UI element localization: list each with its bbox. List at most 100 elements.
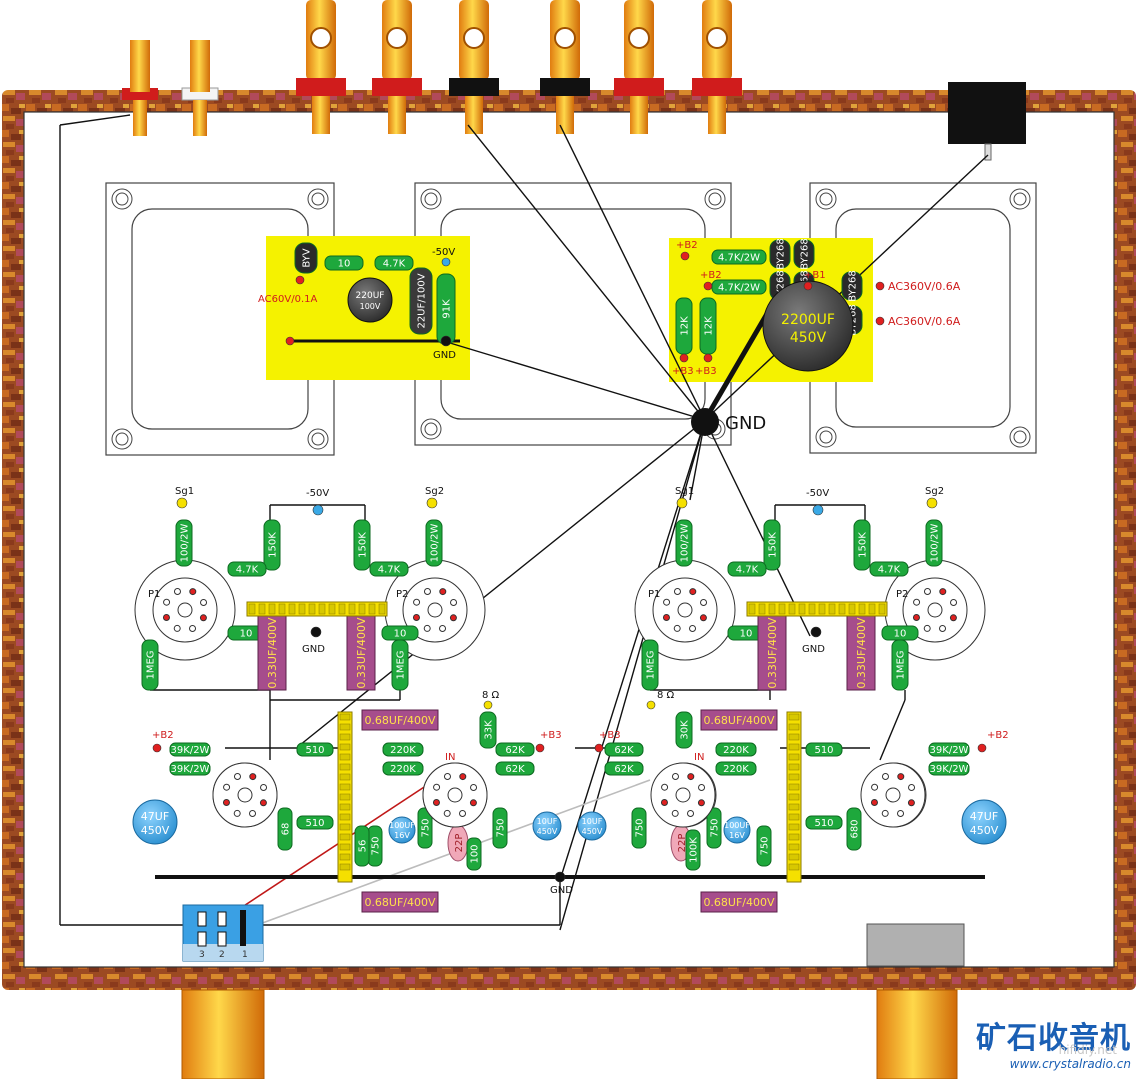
c10u-left-voltage: 450V xyxy=(537,827,558,836)
r47a-right-label: 4.7K xyxy=(736,565,759,576)
r750b-right: 750 xyxy=(706,807,722,849)
gnd-label-right: GND xyxy=(802,644,825,655)
r100a-right-label: 100/2W xyxy=(680,524,691,563)
r47b-left-label: 4.7K xyxy=(378,565,401,576)
p2-label-left: P2 xyxy=(396,589,408,600)
c033a-right: 0.33UF/400V xyxy=(757,615,787,691)
r62a-left-label: 62K xyxy=(505,745,525,756)
psu-right-r2: 4.7K/2W xyxy=(711,279,767,295)
r750c-left-label: 750 xyxy=(496,818,507,837)
r30-right: 30K xyxy=(675,711,693,749)
r100k-right: 100K xyxy=(685,829,701,871)
front-knobs xyxy=(181,989,958,1080)
tube-socket-p1-left xyxy=(134,559,236,661)
psu-left-diode-label: BYV xyxy=(302,248,313,267)
speaker-post-3 xyxy=(449,0,499,134)
r150b-left-label: 150K xyxy=(358,532,369,558)
c068b-right-label: 0.68UF/400V xyxy=(703,896,775,909)
psu-left-r1-label: 10 xyxy=(338,259,351,270)
c033a-left: 0.33UF/400V xyxy=(257,615,287,691)
c068a-left-label: 0.68UF/400V xyxy=(364,714,436,727)
r39b-right: 39K/2W xyxy=(928,761,970,776)
c10u-right-voltage: 450V xyxy=(582,827,603,836)
r39a-left-label: 39K/2W xyxy=(171,745,210,756)
r510a-left-label: 510 xyxy=(305,745,324,756)
r47b-right-label: 4.7K xyxy=(878,565,901,576)
c068b-right: 0.68UF/400V xyxy=(700,891,778,913)
p1-label-right: P1 xyxy=(648,589,660,600)
c068a-left: 0.68UF/400V xyxy=(361,709,439,731)
ohm-label-right: 8 Ω xyxy=(657,690,675,701)
knob-left[interactable] xyxy=(181,989,265,1080)
r62a-right-label: 62K xyxy=(614,745,634,756)
r1mega-left: 1MEG xyxy=(141,639,159,691)
input-switch[interactable]: 3 2 1 xyxy=(182,904,264,962)
psu-right-r3: 12K xyxy=(675,297,693,355)
r62b-left: 62K xyxy=(495,761,535,776)
power-inlet[interactable] xyxy=(948,82,1026,161)
psu-right-ac1-label: AC360V/0.6A xyxy=(888,280,961,293)
star-ground xyxy=(691,408,719,436)
r750c-right: 750 xyxy=(631,807,647,849)
rca-inputs xyxy=(122,40,219,136)
sg1-label-right: Sg1 xyxy=(675,486,694,497)
r150b-left: 150K xyxy=(353,519,371,571)
r47a-left: 4.7K xyxy=(227,561,267,577)
r150a-left: 150K xyxy=(263,519,281,571)
r220b-left: 220K xyxy=(382,761,424,776)
psu-left-cap1-voltage: 100V xyxy=(360,302,381,311)
c033a-right-label: 0.33UF/400V xyxy=(766,617,779,689)
gnd-label-left: GND xyxy=(302,644,325,655)
psu-left-r1: 10 xyxy=(324,255,364,271)
speaker-post-6 xyxy=(692,0,742,134)
speaker-post-5 xyxy=(614,0,664,134)
sg2-label-left: Sg2 xyxy=(425,486,444,497)
r1mega-left-label: 1MEG xyxy=(146,650,157,679)
r510a-right: 510 xyxy=(805,742,843,757)
switch-pin-2: 2 xyxy=(219,950,225,960)
r30-right-label: 30K xyxy=(680,720,691,740)
c100u-left-value: 100UF xyxy=(389,821,415,830)
r750b-left: 750 xyxy=(417,807,433,849)
r39a-left: 39K/2W xyxy=(169,742,211,757)
b2-label-left: +B2 xyxy=(152,730,174,741)
speaker-terminals xyxy=(296,0,742,134)
psu-right-diode-1-label: BY268 xyxy=(776,238,787,270)
c100u-right-value: 100UF xyxy=(724,821,750,830)
psu-right-diode-5-label: BY268 xyxy=(848,270,859,302)
star-gnd-label: GND xyxy=(725,413,766,434)
r68-left-label: 68 xyxy=(281,823,292,836)
speaker-post-2 xyxy=(372,0,422,134)
cap47-left-value: 47UF xyxy=(141,810,169,823)
r1megb-right: 1MEG xyxy=(891,639,909,691)
r39a-right: 39K/2W xyxy=(928,742,970,757)
c068b-left-label: 0.68UF/400V xyxy=(364,896,436,909)
r56-left: 56 xyxy=(354,825,370,867)
watermark-brand: 矿石收音机 xyxy=(976,1021,1131,1056)
r1mega-right-label: 1MEG xyxy=(646,650,657,679)
c22p-left-label: 22P xyxy=(454,834,465,853)
r750c-right-label: 750 xyxy=(635,818,646,837)
r220a-right: 220K xyxy=(715,742,757,757)
terminal-strip-right xyxy=(746,601,888,617)
psu-right-diode-5: BY268 xyxy=(841,270,863,302)
labels: -50VAC60V/0.1AGND+B2+B2+B1+B3+B3AC360V/0… xyxy=(148,240,961,896)
r10a-right-label: 10 xyxy=(740,629,753,640)
c033b-left-label: 0.33UF/400V xyxy=(355,617,368,689)
c033b-left: 0.33UF/400V xyxy=(346,615,376,691)
neg-label-left: -50V xyxy=(306,488,329,499)
r100k-right-label: 100K xyxy=(689,837,700,863)
r1megb-left-label: 1MEG xyxy=(396,650,407,679)
r10b-right: 10 xyxy=(881,625,919,641)
knob-right[interactable] xyxy=(876,989,958,1080)
psu-right-r1-label: 4.7K/2W xyxy=(718,253,760,264)
r510b-left: 510 xyxy=(296,815,334,830)
r510b-right-label: 510 xyxy=(814,818,833,829)
r100a-right: 100/2W xyxy=(675,519,693,567)
r10b-right-label: 10 xyxy=(894,629,907,640)
fuse-holder[interactable] xyxy=(866,923,965,967)
c100u-left-voltage: 16V xyxy=(394,831,410,840)
psu-left-cap2-label: 22UF/100V xyxy=(417,273,428,328)
r68-left: 68 xyxy=(277,807,293,851)
